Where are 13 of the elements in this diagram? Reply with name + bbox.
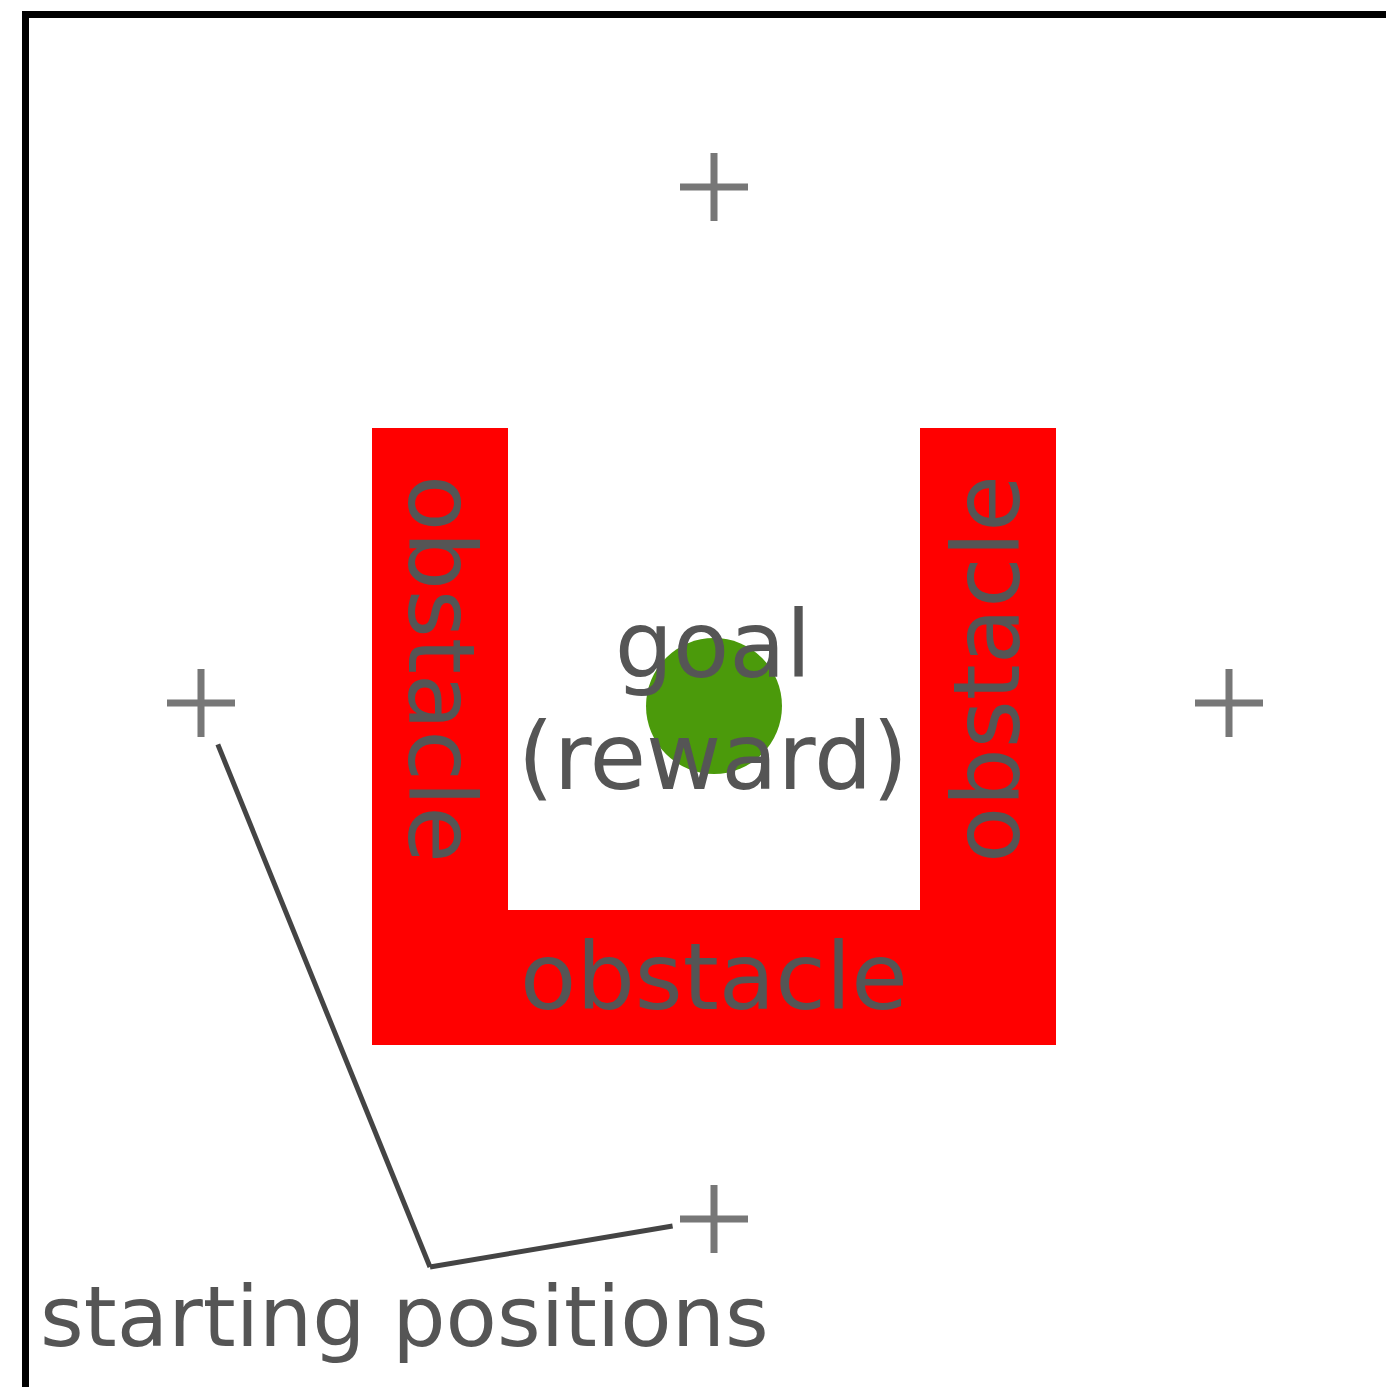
obstacle-wall bbox=[372, 428, 508, 910]
start-cross-marker bbox=[1193, 667, 1265, 739]
obstacle-wall bbox=[920, 428, 1056, 910]
leader-line bbox=[215, 743, 433, 1268]
obstacle-wall bbox=[372, 910, 1056, 1045]
obstacle-label: obstacle bbox=[942, 475, 1034, 863]
starting-positions-label: starting positions bbox=[40, 1267, 769, 1367]
start-cross-marker bbox=[678, 1183, 750, 1255]
leader-line bbox=[429, 1223, 673, 1270]
obstacle-label: obstacle bbox=[520, 931, 908, 1024]
start-cross-marker bbox=[165, 667, 237, 739]
obstacle-label: obstacle bbox=[394, 475, 486, 863]
start-cross-marker bbox=[678, 151, 750, 223]
